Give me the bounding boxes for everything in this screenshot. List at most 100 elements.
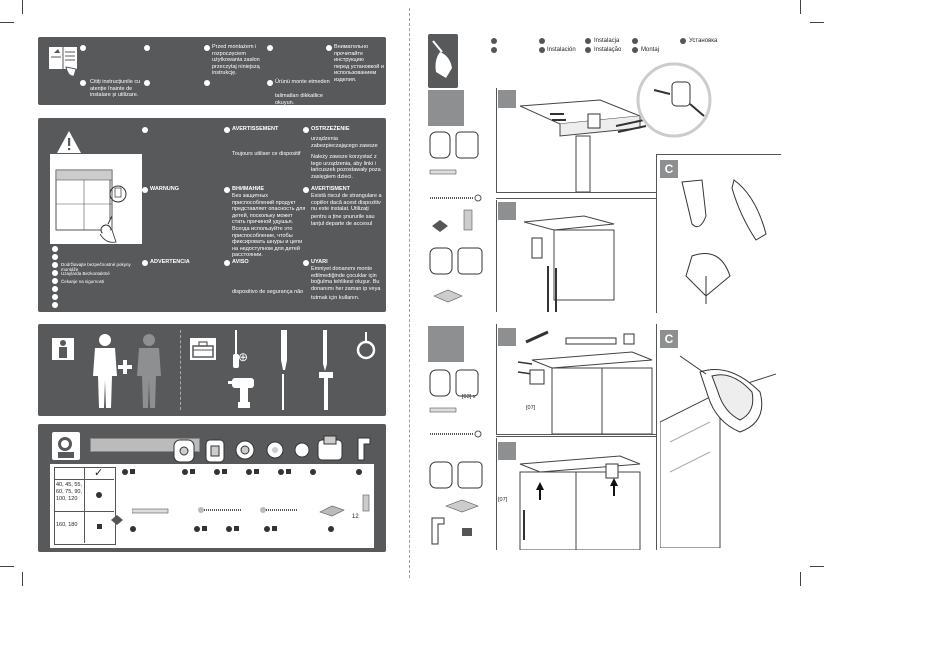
crop-mark xyxy=(810,566,824,567)
flat-bit-icon xyxy=(281,330,287,370)
reference-bottom: [07] xyxy=(498,497,508,503)
step-b2-frame xyxy=(496,438,657,550)
person-icon xyxy=(59,340,67,358)
language-marker xyxy=(52,286,58,292)
clip-detail-illustration xyxy=(681,179,767,304)
drill-bit-icon xyxy=(282,374,284,410)
warning-text-tr-2: tutmak için kullanın. xyxy=(311,295,360,301)
left-list-item: montáže xyxy=(61,267,79,272)
language-marker xyxy=(52,270,58,276)
warning-title-es: ADVERTENCIA xyxy=(150,259,190,265)
language-marker xyxy=(680,38,686,44)
qty-marker xyxy=(182,469,188,475)
language-marker xyxy=(491,47,497,53)
quantity-label: 12 xyxy=(352,514,359,520)
qty-marker xyxy=(278,469,284,475)
toolbox-icon xyxy=(192,341,214,358)
install-label-es: Instalación xyxy=(547,47,576,53)
language-marker xyxy=(204,45,210,51)
step-number-box xyxy=(498,328,516,346)
left-list-item: Dodržiavajte bezpečnostné pokyny xyxy=(61,262,131,267)
parts-panel: ✓ 40, 45, 55, 60, 75, 90, 100, 120 160, … xyxy=(38,424,386,552)
instruction-text-ru: Внимательно прочитайте инструкцию перед … xyxy=(334,44,384,83)
magnifier-parts-icon xyxy=(58,437,74,458)
qty-marker xyxy=(96,492,102,498)
qty-marker xyxy=(234,526,239,531)
language-marker xyxy=(632,38,638,44)
language-marker xyxy=(632,47,638,53)
language-marker xyxy=(585,38,591,44)
language-marker xyxy=(142,260,148,266)
manual-icon xyxy=(49,47,77,77)
language-marker xyxy=(585,47,591,53)
small-plate-icon xyxy=(362,494,370,512)
language-marker xyxy=(326,45,332,51)
language-marker xyxy=(52,302,58,308)
size-table xyxy=(54,467,116,545)
step-number-box xyxy=(498,90,516,108)
size-list-b: 160, 180 xyxy=(56,522,78,528)
installer-person-icon xyxy=(93,334,117,408)
warning-text-fr: Toujours utiliser ce dispositif xyxy=(232,151,301,157)
language-marker xyxy=(491,38,497,44)
warning-title-pt: AVISO xyxy=(232,259,249,265)
warning-text-ru: Без защитных приспособлений продукт пред… xyxy=(232,193,306,259)
person-icon-box xyxy=(52,338,74,360)
language-marker xyxy=(539,47,545,53)
crop-mark xyxy=(800,0,801,14)
language-marker xyxy=(144,45,150,51)
read-instructions-panel: Przed montażem i rozpoczęciem użytkowani… xyxy=(38,37,386,106)
language-marker xyxy=(52,294,58,300)
warning-panel: Dodržiavajte bezpečnostné pokyny montáže… xyxy=(38,118,386,312)
parts-icon-box xyxy=(52,432,80,460)
crop-mark xyxy=(0,566,14,567)
qty-marker xyxy=(214,469,220,475)
left-list-item: Uzaylarda Bezkontaktné xyxy=(61,271,110,276)
hook-bracket-icon xyxy=(357,437,371,461)
install-label-pt: Instalação xyxy=(594,47,622,53)
parts-column-bottom xyxy=(429,369,483,545)
install-label-ru: Установка xyxy=(689,38,718,44)
tool-tab xyxy=(428,34,458,88)
warning-title-fr: AVERTISSEMENT xyxy=(232,126,279,132)
language-marker xyxy=(80,80,86,86)
toolbox-icon-box xyxy=(190,338,216,360)
qty-marker xyxy=(246,469,252,475)
fold-line xyxy=(409,8,410,578)
zoom-circle-detail xyxy=(636,62,712,138)
drill-icon xyxy=(228,378,254,408)
warning-title-de: WARNUNG xyxy=(150,186,180,192)
chain-mechanism-icon xyxy=(235,440,255,460)
language-marker xyxy=(539,38,545,44)
language-marker xyxy=(52,262,58,268)
parts-column-top xyxy=(428,130,494,308)
warning-title-pl: OSTRZEŻENIE xyxy=(311,126,350,132)
warning-title-ru: ВНИМАНИЕ xyxy=(232,186,265,192)
section-label-c-bottom: C xyxy=(660,330,678,348)
language-marker xyxy=(52,278,58,284)
crop-mark xyxy=(22,572,23,586)
language-marker xyxy=(303,260,309,266)
language-marker xyxy=(142,127,148,133)
reference-top: [03] x xyxy=(462,394,476,400)
window-frame-illustration xyxy=(517,330,653,434)
child-hazard-illustration xyxy=(50,154,142,244)
step-number-box xyxy=(498,442,516,460)
qty-marker xyxy=(286,469,291,474)
step-number-box xyxy=(498,202,516,220)
warning-text-ro: Există riscul de strangulare a copiilor … xyxy=(311,193,382,213)
install-label-pl: Instalacja xyxy=(594,38,620,44)
instruction-text-tr-2: talimatları dikkatlice okuyun. xyxy=(275,93,323,106)
language-marker xyxy=(142,187,148,193)
wall-plug-icon xyxy=(132,508,169,514)
hammer-icon xyxy=(319,372,333,410)
long-screw-icon xyxy=(198,507,242,513)
step-a1-frame xyxy=(496,88,657,193)
warning-text-pt: dispositivo de segurança não xyxy=(232,289,304,295)
spacer-pad-icon xyxy=(319,505,345,517)
crop-mark xyxy=(810,22,824,23)
language-marker xyxy=(144,80,150,86)
qty-marker xyxy=(202,526,207,531)
language-marker xyxy=(52,246,58,252)
qty-marker xyxy=(130,526,136,532)
